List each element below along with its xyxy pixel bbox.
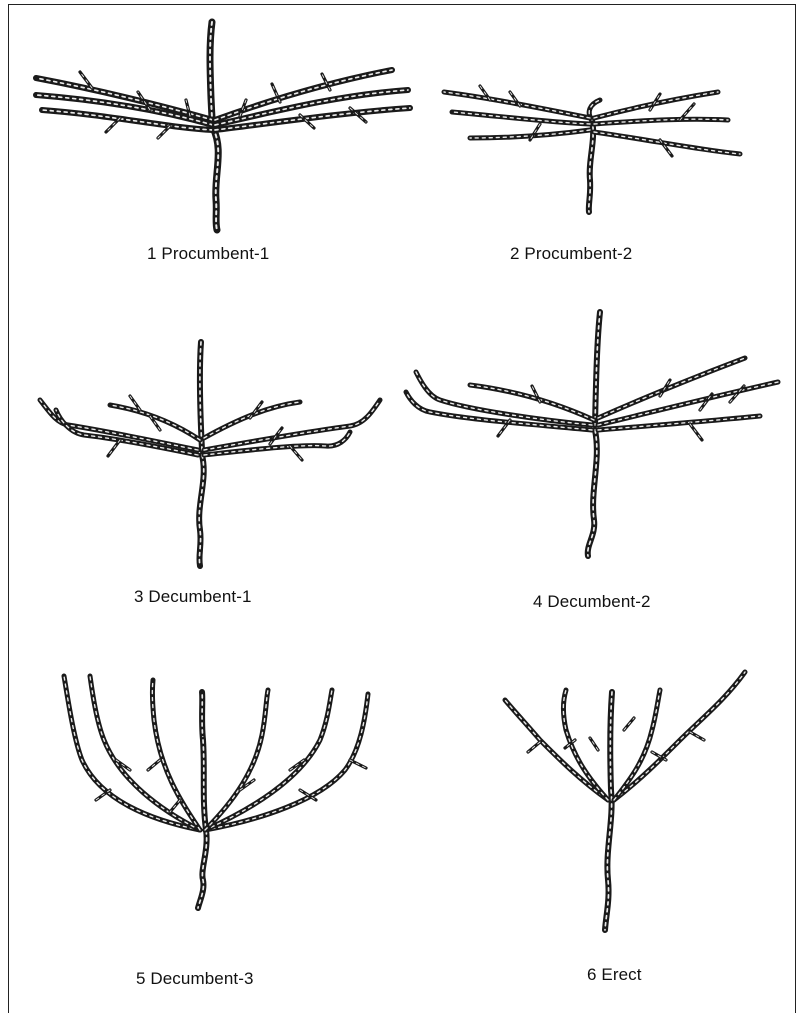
branch-left-outer — [416, 372, 592, 425]
branch-right-upper — [204, 402, 300, 438]
branch-left-lower — [470, 130, 590, 138]
twig — [590, 738, 598, 750]
panel-2-caption: 2 Procumbent-2 — [510, 244, 632, 264]
taproot — [198, 740, 207, 908]
twig — [350, 760, 366, 768]
main-shoot — [595, 312, 600, 425]
taproot — [213, 128, 218, 230]
plant-sketch-2 — [444, 86, 740, 212]
taproot — [199, 455, 204, 566]
twig — [690, 732, 704, 740]
twig — [170, 800, 180, 812]
taproot — [605, 790, 612, 930]
taproot — [588, 430, 597, 556]
panel-5-caption: 5 Decumbent-3 — [136, 969, 254, 989]
plant-sketch-4 — [406, 312, 778, 556]
plant-sketch-1 — [36, 22, 410, 230]
main-shoot — [610, 692, 612, 790]
panel-6-caption: 6 Erect — [587, 965, 642, 985]
branch-right-upright — [205, 690, 268, 830]
panel-4-caption: 4 Decumbent-2 — [533, 592, 651, 612]
main-shoot — [200, 342, 202, 450]
twig — [690, 424, 702, 440]
branch-right-mid — [594, 119, 728, 124]
twig — [148, 760, 160, 770]
panel-1-caption: 1 Procumbent-1 — [147, 244, 269, 264]
plant-sketch-6 — [505, 672, 745, 930]
panel-3-caption: 3 Decumbent-1 — [134, 587, 252, 607]
plant-sketch-5 — [64, 676, 368, 908]
branch-left-inner — [56, 410, 198, 455]
branch-right-outer — [205, 694, 368, 830]
main-shoot — [202, 692, 203, 740]
main-shoot — [210, 22, 213, 128]
twig — [528, 742, 540, 752]
twig — [108, 440, 120, 456]
branch-left-outer — [64, 676, 200, 830]
twig — [624, 718, 634, 730]
branch-right-outer — [614, 672, 745, 800]
plant-sketch-3 — [40, 342, 380, 566]
branch-left-upper — [470, 385, 594, 420]
branch-right-upper — [594, 92, 718, 118]
